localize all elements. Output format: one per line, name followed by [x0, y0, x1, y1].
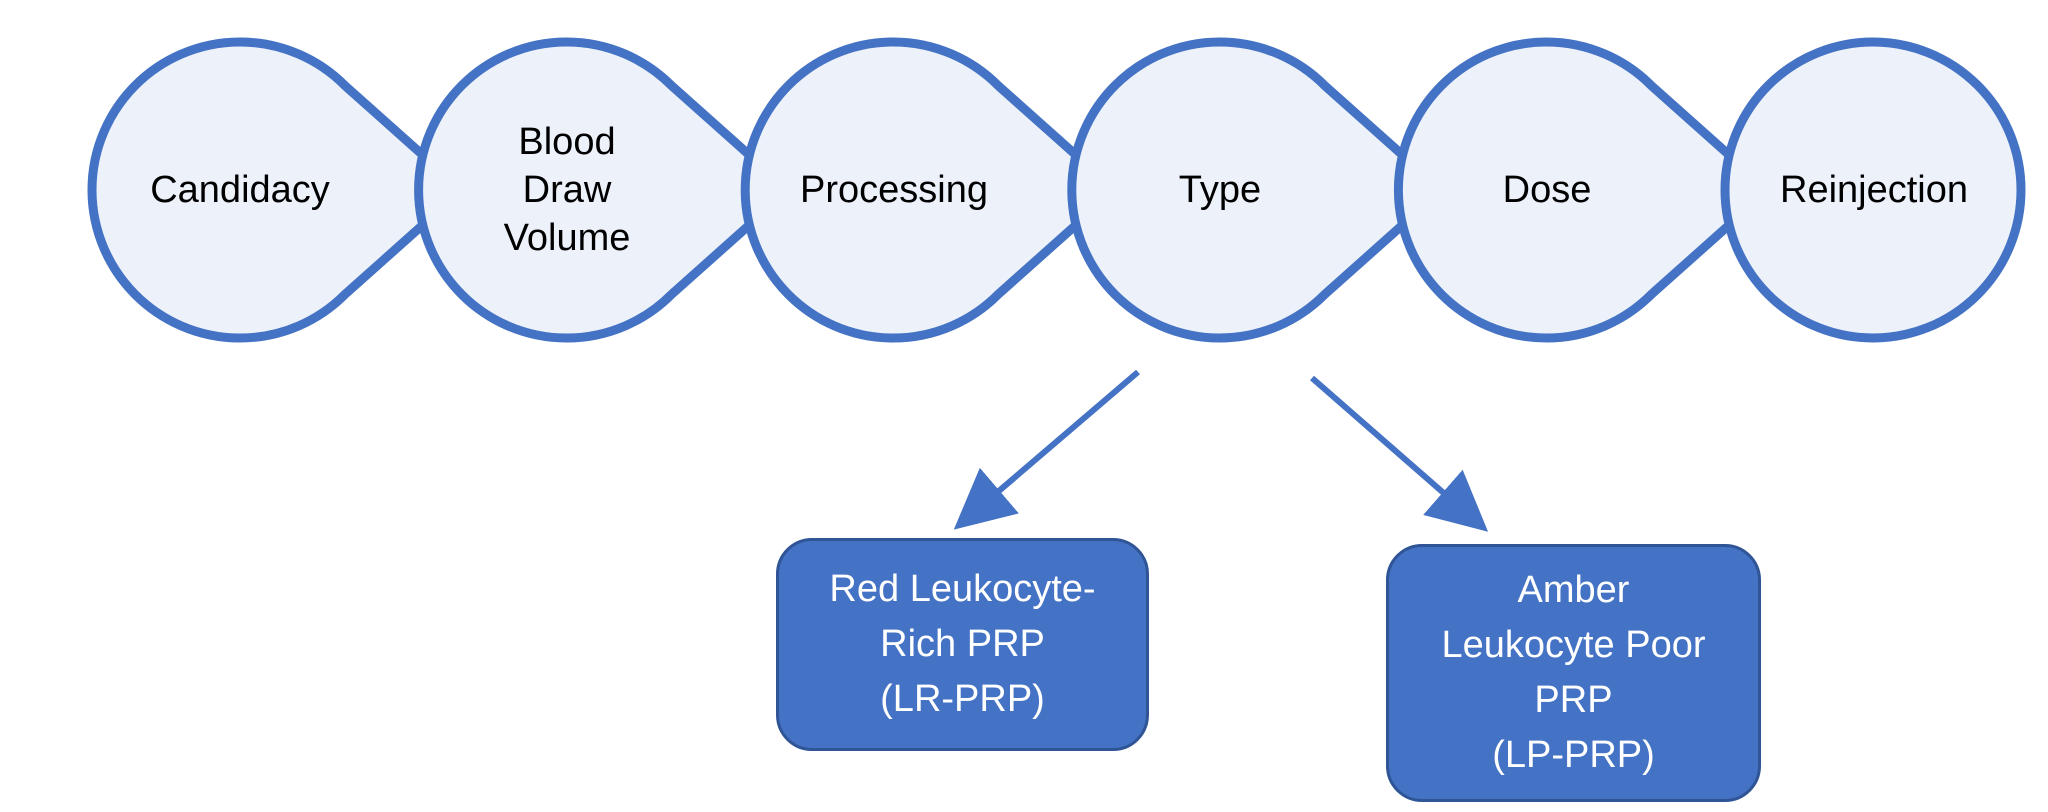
step-label-dose: Dose — [1502, 169, 1592, 211]
step-shape-dose — [1393, 37, 1776, 343]
process-steps — [87, 37, 2026, 343]
outcome-label-lp-prp: Amber Leukocyte Poor PRP (LP-PRP) — [1441, 569, 1706, 776]
step-label-type: Type — [1178, 169, 1262, 211]
outcome-box-lr-prp: Red Leukocyte- Rich PRP (LR-PRP) — [776, 538, 1149, 751]
step-label-blood-draw-volume: Blood Draw Volume — [503, 121, 631, 259]
branch-arrow-lr-prp — [953, 369, 1140, 530]
step-shape-processing — [740, 37, 1122, 343]
step-shape-blood-draw-volume — [414, 37, 796, 343]
branch-arrow-lp-prp — [1310, 375, 1489, 532]
step-label-processing: Processing — [800, 169, 988, 211]
step-shape-candidacy — [87, 37, 469, 343]
outcome-box-lp-prp: Amber Leukocyte Poor PRP (LP-PRP) — [1386, 544, 1761, 802]
step-label-candidacy: Candidacy — [150, 169, 330, 211]
step-shape-type — [1067, 37, 1449, 343]
step-label-reinjection: Reinjection — [1780, 169, 1968, 211]
outcome-label-lr-prp: Red Leukocyte- Rich PRP (LR-PRP) — [829, 568, 1096, 720]
step-shape-reinjection — [1720, 37, 2026, 343]
